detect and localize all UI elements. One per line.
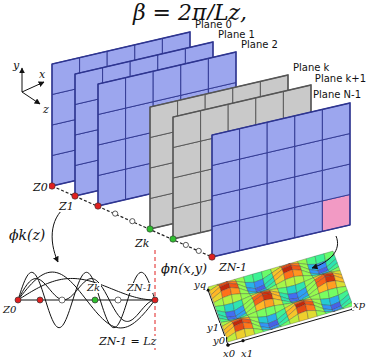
surface-cell bbox=[293, 270, 303, 277]
grid-point bbox=[15, 297, 21, 303]
surface-cell bbox=[302, 270, 312, 275]
surface-cell bbox=[325, 311, 335, 314]
plane-label: Plane 2 bbox=[240, 40, 279, 50]
surface-cell bbox=[321, 298, 331, 305]
basis-function bbox=[18, 272, 155, 328]
grid-point bbox=[59, 297, 65, 303]
axis-tick-label: y0 bbox=[212, 336, 226, 346]
axis-label: x bbox=[38, 69, 46, 80]
surface-cell bbox=[319, 290, 329, 299]
surface-cell bbox=[262, 329, 272, 332]
grid-point bbox=[92, 297, 98, 303]
leader-arrow bbox=[312, 236, 338, 268]
tick bbox=[226, 343, 229, 346]
surface-cell bbox=[271, 326, 281, 329]
surface-axis bbox=[208, 290, 228, 345]
surface-cell bbox=[257, 308, 267, 317]
surface-cell bbox=[310, 293, 320, 299]
omitted-point bbox=[196, 248, 201, 253]
axis-label: z bbox=[42, 104, 50, 115]
surface-cell bbox=[248, 311, 258, 317]
plane-label: Plane 1 bbox=[217, 30, 256, 40]
grid-point bbox=[152, 297, 158, 303]
surface-cell bbox=[298, 311, 308, 322]
plane-outline bbox=[212, 103, 350, 257]
surface-cell bbox=[243, 322, 253, 328]
surface-cell bbox=[239, 288, 249, 293]
plane bbox=[52, 32, 190, 186]
plane-label: Plane k+1 bbox=[314, 74, 367, 84]
function-label: ϕk(z) bbox=[8, 228, 46, 242]
plane-label: Plane N-1 bbox=[312, 90, 362, 100]
plane-label: Plane k bbox=[292, 63, 330, 73]
plane bbox=[212, 103, 350, 257]
grid-point bbox=[147, 226, 153, 232]
grid-point bbox=[209, 254, 215, 260]
axis-tick-label: yq bbox=[193, 280, 207, 290]
axis-label: y bbox=[12, 60, 20, 71]
axis-arrow bbox=[22, 92, 40, 104]
axis-tick-label: xp bbox=[352, 300, 366, 310]
surface-cell bbox=[230, 288, 240, 295]
surface-cell bbox=[253, 329, 263, 335]
grid-point-label: Z0 bbox=[2, 305, 17, 315]
surface-cell bbox=[287, 285, 297, 294]
surface-cell bbox=[236, 329, 246, 340]
surface-cell bbox=[261, 327, 271, 330]
tick bbox=[226, 343, 229, 346]
surface-cell bbox=[306, 304, 316, 310]
surface-cell bbox=[307, 311, 317, 319]
basis-function bbox=[18, 279, 155, 322]
surface-cell bbox=[214, 298, 224, 307]
surface-axis bbox=[228, 309, 353, 345]
surface-cell bbox=[280, 320, 290, 327]
surface-cell bbox=[323, 309, 333, 312]
surface-cell bbox=[334, 308, 344, 311]
omitted-point bbox=[130, 219, 135, 224]
grid-point bbox=[115, 297, 121, 303]
grid-point bbox=[49, 183, 55, 189]
surface-cell bbox=[316, 311, 326, 317]
axis-tick-label: y1 bbox=[206, 323, 220, 333]
axis-arrow bbox=[22, 82, 44, 92]
grid-point-label: ZN-1 bbox=[126, 283, 153, 293]
basis-function bbox=[18, 278, 155, 300]
leader-arrow bbox=[52, 204, 70, 262]
function-label: ϕn(x,y) bbox=[160, 262, 208, 275]
plane-label: Plane 0 bbox=[194, 20, 233, 30]
plane-outline bbox=[52, 32, 190, 186]
surface-plot bbox=[208, 251, 353, 342]
grid-point-label: Z1 bbox=[58, 201, 75, 212]
grid-point bbox=[170, 236, 176, 242]
grid-point-label: Zk bbox=[134, 238, 150, 249]
basis-function bbox=[18, 272, 155, 327]
axis-tick-label: x0 bbox=[222, 349, 236, 359]
domain-length-label: ZN-1 = Lz bbox=[98, 336, 157, 347]
surface-cell bbox=[276, 280, 286, 289]
surface-cell bbox=[258, 316, 268, 323]
tick bbox=[241, 339, 244, 342]
grid-point-label: Zk bbox=[86, 283, 101, 293]
omitted-point bbox=[183, 242, 188, 247]
omitted-point bbox=[113, 211, 118, 216]
surface-cell bbox=[244, 274, 254, 282]
surface-cell bbox=[306, 256, 316, 264]
grid-point bbox=[72, 193, 78, 199]
grid-point bbox=[95, 203, 101, 209]
surface-cell bbox=[244, 329, 254, 337]
grid-point bbox=[37, 297, 43, 303]
surface-cell bbox=[227, 332, 237, 342]
grid-point-label: ZN-1 bbox=[218, 262, 248, 273]
grid-point-label: Z0 bbox=[32, 182, 49, 193]
axis-arrow bbox=[22, 68, 23, 92]
surface-cell bbox=[289, 314, 299, 324]
axis-tick-label: x1 bbox=[240, 349, 254, 359]
surface-cell bbox=[224, 303, 234, 312]
